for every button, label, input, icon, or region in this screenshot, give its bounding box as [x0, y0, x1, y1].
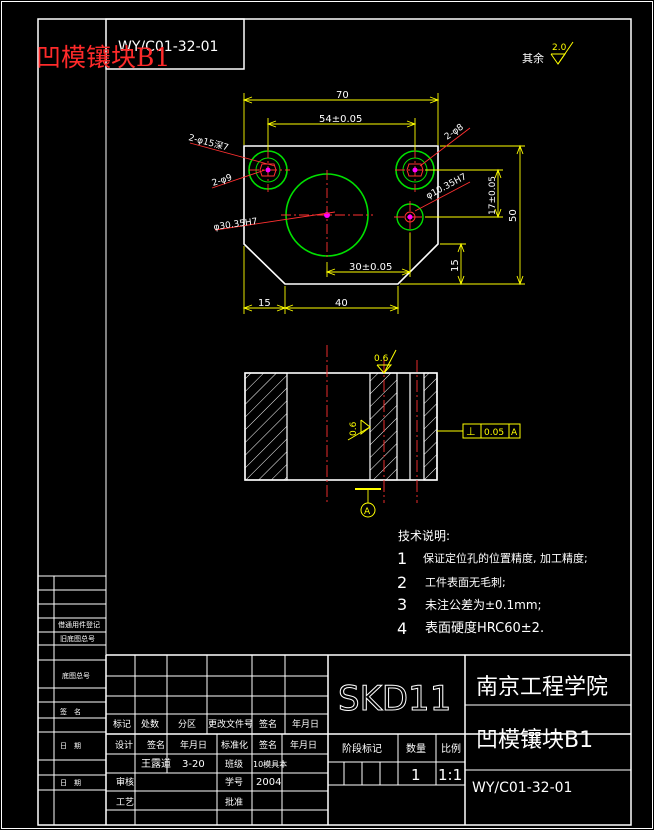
code-box-text: WY/C01-32-01	[118, 39, 218, 55]
tb-material: SKD11	[338, 679, 451, 719]
tb-class-value: 10模具本	[253, 759, 287, 769]
tb-student-id: 2004	[256, 777, 281, 788]
tb-header-mark: 标记	[113, 718, 131, 730]
tolerance-symbol: ⊥	[466, 425, 476, 438]
tech-note-num-2: 2	[397, 573, 407, 592]
top-view	[243, 145, 439, 285]
tech-note-num-3: 3	[397, 595, 407, 614]
tech-note-text-4: 表面硬度HRC60±2.	[425, 620, 544, 636]
tb-student-id-label: 学号	[225, 776, 243, 788]
tb-standard-date: 年月日	[290, 739, 317, 751]
tolerance-datum: A	[511, 428, 518, 438]
dim-hole-spacing-bottom: 30±0.05	[349, 262, 392, 273]
tech-note-text-1: 保证定位孔的位置精度, 加工精度;	[423, 551, 588, 565]
dim-chamfer-height: 15	[450, 259, 461, 272]
tb-weight-label: 数量	[406, 742, 426, 755]
code-box	[105, 18, 245, 70]
tb-header-sign: 签名	[259, 718, 277, 730]
tb-header-zone: 分区	[178, 719, 196, 730]
tb-scale-label: 比例	[441, 742, 461, 755]
dim-chamfer-left: 15	[258, 298, 271, 309]
tb-approve-label: 批准	[225, 796, 243, 808]
side-label-6: 日 期	[60, 779, 81, 787]
datum-marker	[355, 488, 381, 518]
tb-drawing-code: WY/C01-32-01	[472, 780, 572, 796]
tb-design-date: 年月日	[180, 739, 207, 751]
roughness-section-side	[347, 419, 371, 441]
side-label-5: 日 期	[60, 742, 81, 750]
tb-reviewer-label: 审核	[116, 776, 134, 788]
side-strip	[38, 575, 106, 825]
tb-class-label: 班级	[225, 758, 243, 770]
dim-big-hole: φ30.35H7	[213, 217, 258, 233]
dimension-lines	[242, 93, 525, 314]
dim-bottom-width: 40	[335, 298, 348, 309]
roughness-prefix: 其余	[522, 51, 544, 65]
roughness-section-top	[376, 349, 397, 374]
part-outline	[243, 145, 439, 285]
tb-part-name: 凹模镶块B1	[476, 728, 593, 753]
tech-note-text-2: 工件表面无毛刺;	[425, 575, 506, 589]
dim-hole-spacing-top: 54±0.05	[319, 114, 362, 125]
roughness-value-general: 2.0	[552, 43, 567, 53]
tb-header-change-doc: 更改文件号	[208, 718, 253, 730]
drawing-frame	[37, 18, 632, 826]
tb-header-count: 处数	[141, 718, 159, 730]
tb-design-label: 设计	[115, 739, 133, 751]
side-label-3: 底图总号	[62, 671, 90, 680]
tb-standard-label: 标准化	[221, 739, 248, 751]
tb-design-sign: 签名	[147, 739, 165, 751]
tb-stage-label: 阶段标记	[342, 742, 382, 755]
tb-scale: 1:1	[438, 766, 462, 784]
tb-designer-name: 王露道	[141, 757, 171, 770]
side-label-2: 旧底图总号	[60, 634, 95, 643]
roughness-side-value: 0.6	[349, 421, 359, 436]
title-block-grid	[105, 654, 631, 825]
side-label-1: 借通用件登记	[58, 620, 100, 629]
tb-school: 南京工程学院	[476, 675, 608, 700]
dim-small-hole: φ10.35H7	[425, 172, 469, 202]
datum-label: A	[364, 507, 371, 517]
leader-lines	[189, 127, 471, 231]
dim-width-total: 70	[336, 90, 349, 101]
tolerance-frame	[462, 423, 521, 439]
roughness-symbol-general	[550, 41, 574, 65]
dim-bolt-hole: 2-φ9	[211, 173, 234, 189]
tb-header-date: 年月日	[292, 718, 319, 730]
dim-height-total: 50	[508, 209, 519, 222]
roughness-top-value: 0.6	[374, 354, 389, 364]
tb-quantity: 1	[411, 766, 421, 784]
dim-counterbore: 2-φ15深7	[187, 132, 230, 153]
section-view	[244, 345, 438, 503]
tech-note-num-1: 1	[397, 549, 407, 568]
tech-notes-heading: 技术说明:	[398, 528, 450, 543]
tech-note-num-4: 4	[397, 619, 407, 638]
tolerance-value: 0.05	[484, 428, 504, 438]
dim-vert-17: 17±0.05	[488, 176, 498, 215]
side-label-4: 签 名	[60, 707, 81, 716]
tb-design-date-value: 3-20	[182, 759, 205, 770]
tech-note-text-3: 未注公差为±0.1mm;	[425, 597, 542, 612]
tb-standard-sign: 签名	[259, 739, 277, 751]
tb-process-label: 工艺	[116, 797, 134, 808]
overlay-title: 凹模镶块B1	[36, 43, 170, 72]
